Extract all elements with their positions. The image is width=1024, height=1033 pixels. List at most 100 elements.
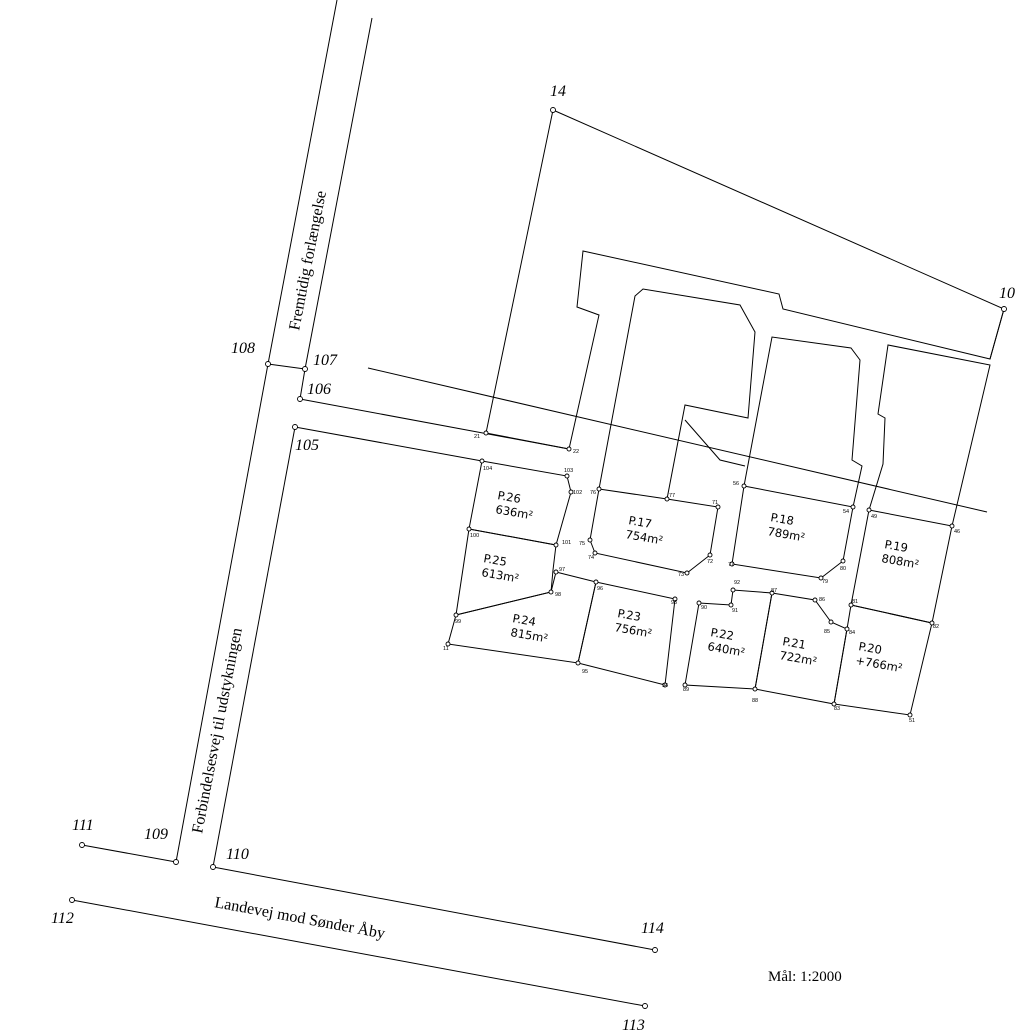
label-108: 108 [231,340,255,357]
survey-point-114 [652,947,658,953]
point-94 [662,682,668,688]
plot-21-area: 722m² [778,648,818,668]
point-85 [828,619,834,625]
small-label-76: 76 [590,490,596,496]
small-label-86: 86 [819,597,825,603]
road-105-104 [294,426,483,462]
plot-boundaries [447,460,953,716]
small-label-21: 21 [474,434,480,440]
point-98 [548,589,554,595]
point-54 [850,504,856,510]
plot-25-name: P.25 [482,551,508,569]
point-84 [844,626,850,632]
small-label-77a: 77 [669,493,675,499]
survey-point-112 [69,897,75,903]
small-label-100: 100 [470,533,479,539]
point-97 [553,569,559,575]
parcel-boundary [367,109,1005,513]
label-105: 105 [295,437,319,454]
building-outline-east [868,344,991,527]
road-112-113 [71,899,646,1007]
point-88 [752,686,758,692]
plot-18-name: P.18 [769,510,795,528]
label-112: 112 [51,910,74,927]
plot-24-name: P.24 [511,611,537,629]
plot-22-name: P.22 [709,625,735,643]
road-108-107 [267,363,306,370]
survey-point-111 [79,842,85,848]
label-10: 10 [999,285,1015,302]
point-75 [587,537,593,543]
small-label-102: 102 [573,490,582,496]
survey-point-113 [642,1003,648,1009]
point-82 [929,620,935,626]
point-76 [596,486,602,492]
label-107: 107 [313,352,338,369]
small-label-90: 90 [701,605,707,611]
point-72 [707,552,713,558]
plot-17-area: 754m² [624,527,664,547]
label-110: 110 [226,846,249,863]
label-106: 106 [307,381,331,398]
road-label-connector: Forbindelsesvej til udstykningen [189,626,246,834]
plot-20-name: P.20 [857,639,883,657]
small-label-83: 83 [834,706,840,712]
road-111-109 [81,844,177,863]
plot-26-boundary [468,460,572,546]
point-101 [553,542,559,548]
point-73 [684,570,690,576]
point-22 [566,446,572,452]
small-label-22: 22 [573,449,579,455]
small-label-82: 82 [933,624,939,630]
point-86 [812,597,818,603]
small-label-49: 49 [871,514,877,520]
building-outline-middle [743,336,863,508]
point-71 [715,504,721,510]
main-survey-points [69,107,1007,1009]
building-outline-west [598,288,756,500]
plot-18-area: 789m² [766,524,806,544]
label-109: 109 [144,826,168,843]
plot-18-boundary [731,485,854,579]
point-46 [949,523,955,529]
plot-20-boundary [833,604,933,716]
point-21 [483,430,489,436]
survey-point-108 [265,361,271,367]
point-51 [907,712,913,718]
point-87 [769,590,775,596]
point-89 [682,682,688,688]
road-110-114 [212,866,656,951]
small-label-72: 72 [707,559,713,565]
plot-21-name: P.21 [781,634,807,652]
point-77a [664,496,670,502]
survey-point-109 [173,859,179,865]
point-81 [848,602,854,608]
small-label-75: 75 [579,541,585,547]
small-point-labels: 21 22 104 103 102 76 77 71 56 54 49 46 1… [443,434,960,724]
label-14: 14 [550,83,566,100]
point-11 [445,641,451,647]
survey-point-107 [302,366,308,372]
plot-24-area: 815m² [509,625,549,645]
plot-26-area: 636m² [494,502,534,522]
point-93 [672,596,678,602]
small-label-99: 99 [455,619,461,625]
small-label-87: 87 [771,588,777,594]
point-83 [831,701,837,707]
building-outlines [598,288,991,527]
small-label-94: 94 [662,683,668,689]
point-103 [564,473,570,479]
road-label-future-extension: Fremtidig forlængelse [286,189,330,331]
point-104 [479,458,485,464]
label-111: 111 [72,817,94,834]
small-label-46: 46 [954,529,960,535]
small-label-71: 71 [712,500,718,506]
point-95 [575,660,581,666]
boundary-10-edge [989,308,1005,360]
small-label-104: 104 [483,466,492,472]
road-labels: Fremtidig forlængelse Forbindelsesvej ti… [189,189,386,942]
small-label-95: 95 [582,669,588,675]
point-74 [592,550,598,556]
point-56 [741,483,747,489]
point-102 [568,489,574,495]
